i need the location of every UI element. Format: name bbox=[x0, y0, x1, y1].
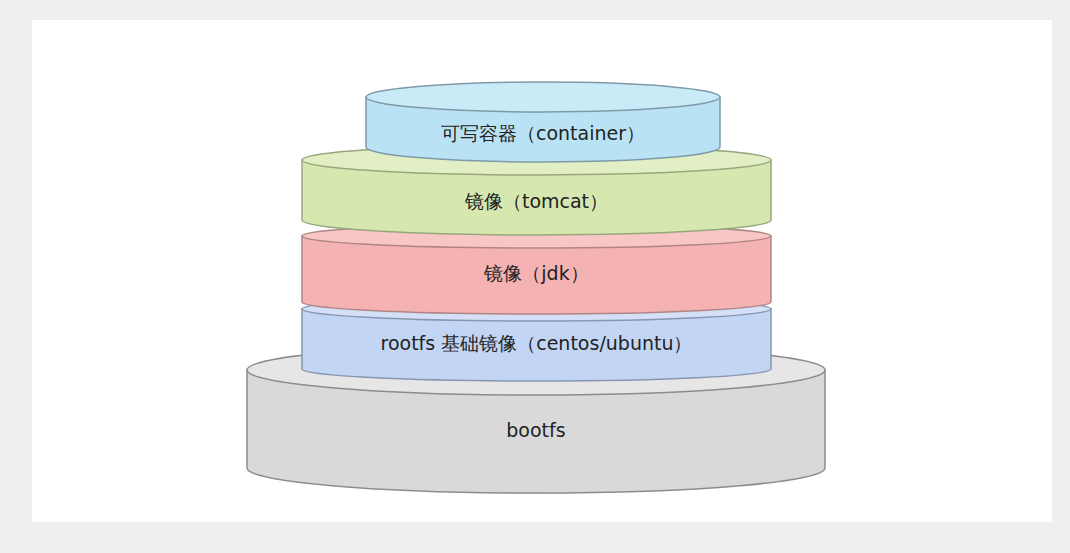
cylinder-top bbox=[247, 345, 825, 395]
layer-label: bootfs bbox=[247, 419, 825, 442]
layer-label: 镜像（tomcat） bbox=[302, 190, 771, 213]
cylinder-layer: 镜像（jdk） bbox=[302, 224, 771, 314]
cylinder-top bbox=[302, 297, 771, 321]
cylinder-layer: 可写容器（container） bbox=[366, 82, 720, 162]
cylinder-top bbox=[302, 224, 771, 248]
cylinder-top bbox=[366, 82, 720, 112]
layer-label: rootfs 基础镜像（centos/ubuntu） bbox=[302, 332, 771, 355]
cylinder-top bbox=[302, 145, 771, 175]
layer-label: 镜像（jdk） bbox=[302, 262, 771, 285]
layer-label: 可写容器（container） bbox=[366, 122, 720, 145]
